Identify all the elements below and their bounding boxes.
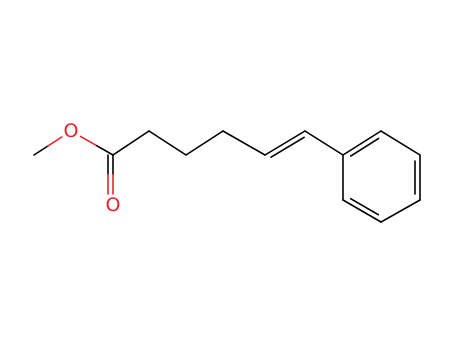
bond-a1-a2-half-2 (47, 136, 63, 147)
bond-a13-a14 (380, 199, 421, 223)
bond-a11-a12 (380, 130, 421, 156)
bond-a3-a5 (112, 130, 150, 156)
bond-a2-a3-half-2 (95, 144, 114, 156)
bond-a10-a11 (342, 130, 382, 156)
bonds-layer (33, 130, 421, 223)
bond-a7-a8 (222, 130, 266, 156)
carbonyl-oxygen-label: O (106, 194, 121, 216)
bond-a14-a15 (342, 199, 382, 223)
ester-oxygen-label: O (64, 120, 79, 142)
bond-a14-a15-second-line (349, 197, 380, 216)
bond-a1-a2-half-1 (33, 145, 49, 156)
atom-labels-layer: O O (64, 120, 121, 216)
bond-a2-a3-half-1 (79, 135, 98, 147)
bond-a6-a7 (185, 130, 224, 156)
bond-a10-a11-second-line (349, 137, 380, 157)
bond-a5-a6 (148, 130, 187, 156)
bond-a8-a9-second-line (270, 136, 305, 159)
bond-a8-a9 (264, 130, 306, 156)
bond-a9-a10 (304, 130, 344, 156)
